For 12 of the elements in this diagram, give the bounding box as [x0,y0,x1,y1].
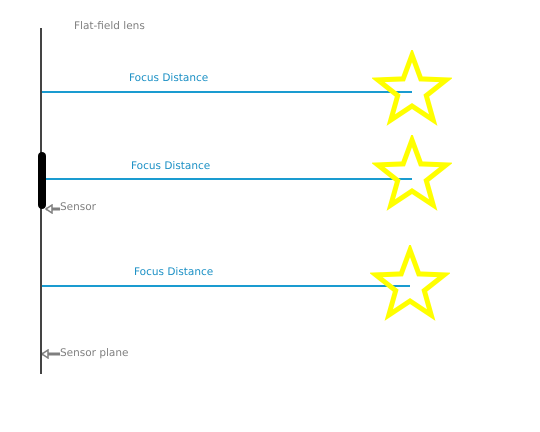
sensor-bar [38,152,46,209]
distance-line [46,178,412,180]
edge-label: Focus Distance [131,160,210,172]
text-label: Sensor [60,201,96,216]
distance-line [42,91,412,93]
arrow [45,204,60,214]
distance-line [42,285,410,287]
edge-label: Focus Distance [129,72,208,84]
text-label: Sensor plane [60,347,128,362]
edge-label: Focus Distance [134,266,214,278]
arrow [41,349,60,359]
lens-label: Flat-field lens [74,20,145,32]
